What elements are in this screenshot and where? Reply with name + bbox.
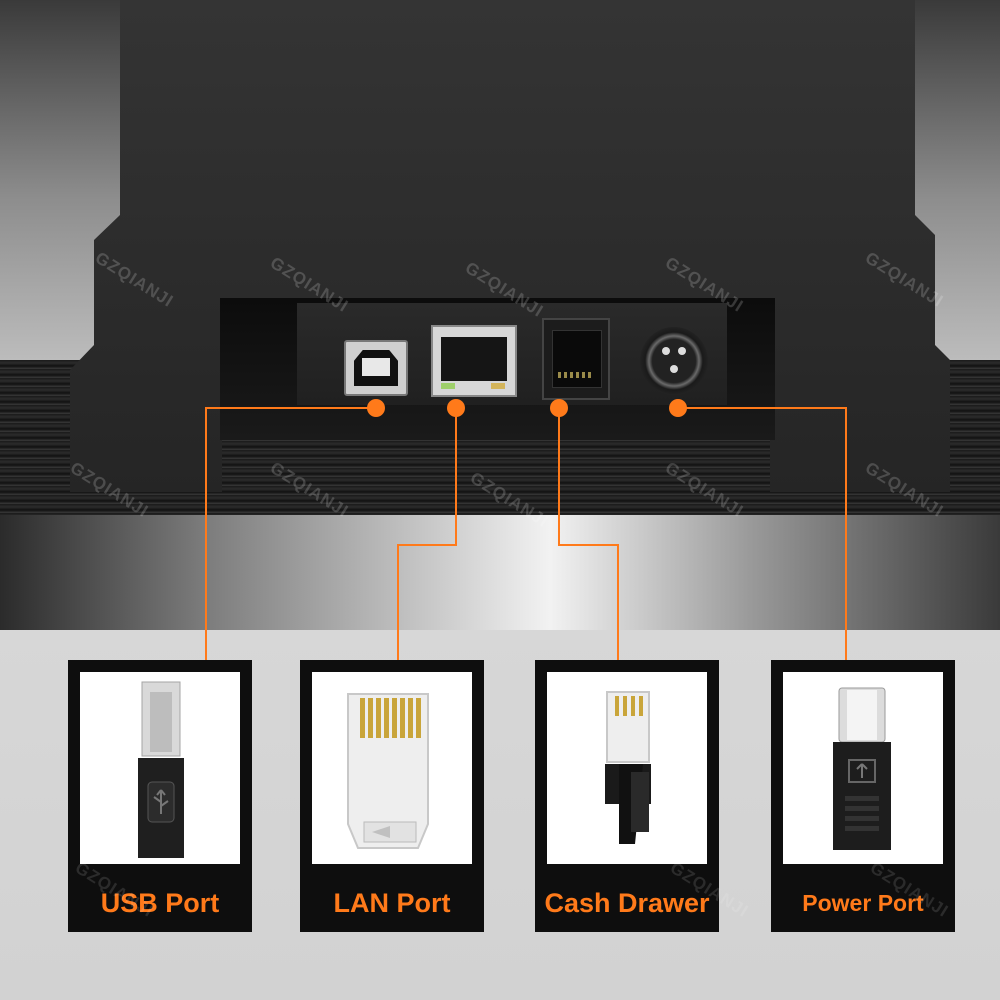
usb-b-port-icon — [344, 340, 408, 396]
lan-port-label: LAN Port — [333, 887, 451, 918]
cash-drawer-card: Cash Drawer — [535, 660, 719, 932]
cash-drawer-label: Cash Drawer — [544, 887, 710, 918]
rj11-cable-image — [547, 672, 707, 864]
lan-cable-image — [312, 672, 472, 864]
din-power-port-icon — [640, 327, 708, 395]
rj11-port-icon — [542, 318, 610, 400]
lan-port-card: LAN Port — [300, 660, 484, 932]
background-steel-edge — [0, 515, 1000, 630]
rj45-port-icon — [431, 325, 517, 397]
usb-port-card: USB Port — [68, 660, 252, 932]
usb-cable-image — [80, 672, 240, 864]
power-port-label: Power Port — [802, 889, 924, 916]
usb-port-label: USB Port — [100, 887, 220, 918]
power-port-card: Power Port — [771, 660, 955, 932]
din-power-cable-image — [783, 672, 943, 864]
